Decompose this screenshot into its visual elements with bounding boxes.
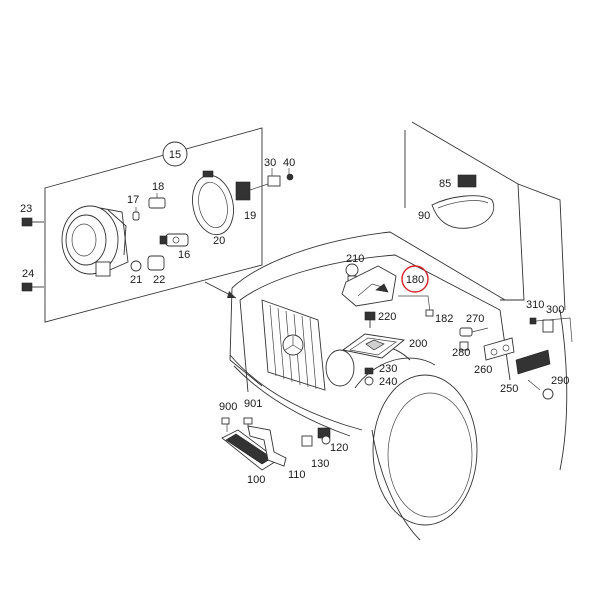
label-200: 200	[409, 338, 427, 350]
clip-130	[301, 435, 313, 447]
label-900: 900	[219, 401, 237, 413]
group-15-circle	[162, 141, 188, 167]
screw-182	[425, 309, 434, 317]
gasket-260	[483, 337, 515, 361]
headlamp-assembly-panel: 15	[44, 127, 269, 323]
label-100: 100	[247, 474, 265, 486]
label-260: 260	[474, 364, 492, 376]
label-210: 210	[346, 253, 364, 265]
label-182: 182	[435, 313, 453, 325]
label-220: 220	[378, 311, 396, 323]
bulb-16	[159, 233, 189, 247]
label-250: 250	[500, 383, 518, 395]
label-280: 280	[452, 347, 470, 359]
bracket-110	[247, 425, 287, 467]
connector-19	[235, 181, 251, 201]
body-headlight	[325, 349, 355, 387]
fog-lamp-100	[221, 429, 279, 471]
side-marker-group	[459, 317, 573, 400]
lamp-180	[341, 265, 397, 307]
part-310	[529, 317, 537, 325]
label-17: 17	[127, 194, 139, 206]
label-130: 130	[311, 458, 329, 470]
lamp-housing-200	[341, 333, 406, 359]
front-wheel	[372, 374, 478, 526]
bracket-85	[457, 174, 477, 188]
label-16: 16	[178, 249, 190, 261]
ring-21	[130, 260, 142, 272]
label-240: 240	[379, 376, 397, 388]
parts-30-40	[267, 168, 294, 187]
label-270: 270	[466, 313, 484, 325]
highlight-circle-180	[401, 265, 429, 293]
part-230	[364, 367, 374, 375]
label-21: 21	[130, 274, 142, 286]
label-300: 300	[546, 304, 564, 316]
label-23: 23	[20, 203, 32, 215]
label-901: 901	[244, 398, 262, 410]
label-22: 22	[153, 274, 165, 286]
label-15: 15	[169, 149, 181, 161]
screw-23	[21, 217, 44, 227]
label-290: 290	[551, 375, 569, 387]
label-24: 24	[22, 268, 34, 280]
bulb-17	[132, 211, 140, 221]
part-280	[459, 341, 469, 351]
screw-220	[364, 311, 376, 328]
label-180: 180	[406, 274, 424, 286]
connector-120	[317, 427, 331, 445]
bulb-270	[459, 327, 473, 337]
label-110: 110	[288, 469, 306, 481]
screw-24	[21, 282, 44, 292]
label-120: 120	[330, 442, 348, 454]
label-19: 19	[244, 210, 256, 222]
label-40: 40	[283, 157, 295, 169]
reflector-ring	[192, 170, 234, 236]
label-310: 310	[526, 299, 544, 311]
headlamp-housing	[61, 205, 129, 277]
screw-290	[542, 388, 554, 400]
grille	[261, 299, 326, 391]
part-240	[364, 376, 374, 386]
mirror-90	[431, 174, 495, 229]
label-230: 230	[379, 363, 397, 375]
label-85: 85	[439, 178, 451, 190]
marker-lamp-250	[515, 349, 551, 375]
label-30: 30	[264, 157, 276, 169]
label-20: 20	[213, 235, 225, 247]
label-90: 90	[418, 210, 430, 222]
part-300	[542, 319, 554, 333]
vehicle-body	[229, 121, 568, 541]
label-18: 18	[152, 181, 164, 193]
bulb-22	[147, 255, 165, 271]
socket-18	[148, 197, 166, 209]
leader-182	[398, 295, 431, 313]
